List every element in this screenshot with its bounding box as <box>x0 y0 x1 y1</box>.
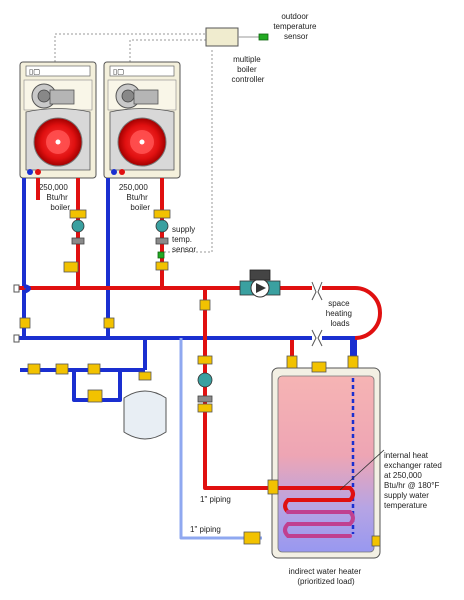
piping-label-lower: 1" piping <box>190 525 221 534</box>
return-valves <box>19 299 211 329</box>
hot-piping <box>18 178 382 490</box>
header-crossovers <box>23 284 31 294</box>
tank-bottom-fittings <box>243 479 381 547</box>
return-light-piping <box>179 338 262 540</box>
boiler-left-label: 250,000 Btu/hr boiler <box>39 183 70 212</box>
supply-temp-sensor <box>157 251 165 259</box>
svg-text:▯▢: ▯▢ <box>29 67 40 76</box>
boiler-left: ▯▢ <box>19 61 97 179</box>
heater-label: indirect water heater (prioritized load) <box>289 567 364 586</box>
heat-exchanger-coil <box>266 486 355 538</box>
space-loads-label: space heating loads <box>326 299 354 328</box>
system-circulator <box>239 269 281 298</box>
exchanger-leader <box>339 449 385 491</box>
boiler-right: ▯▢ <box>103 61 181 179</box>
boiler-left-pump <box>63 209 87 273</box>
expansion-tank <box>123 371 167 440</box>
space-load-break <box>311 280 323 347</box>
outdoor-sensor <box>238 33 269 41</box>
boiler-right-label: 250,000 Btu/hr boiler <box>119 183 150 212</box>
svg-text:▯▢: ▯▢ <box>113 67 124 76</box>
controller-label: multiple boiler controller <box>232 55 265 84</box>
boiler-right-pump <box>153 209 171 271</box>
piping-label-upper: 1" piping <box>200 495 231 504</box>
outdoor-sensor-label: outdoor temperature sensor <box>273 12 318 41</box>
indirect-pump <box>197 355 213 413</box>
boiler-controller <box>205 27 239 47</box>
control-wiring <box>54 33 213 253</box>
supply-sensor-label: supply temp. sensor <box>172 225 197 254</box>
exchanger-note: internal heat exchanger rated at 250,000… <box>384 451 444 510</box>
boiler-supply-pipes <box>76 178 164 206</box>
fill-valves <box>27 363 103 403</box>
indirect-water-heater <box>271 355 381 559</box>
cold-piping <box>18 178 357 430</box>
pipe-caps <box>13 284 20 343</box>
